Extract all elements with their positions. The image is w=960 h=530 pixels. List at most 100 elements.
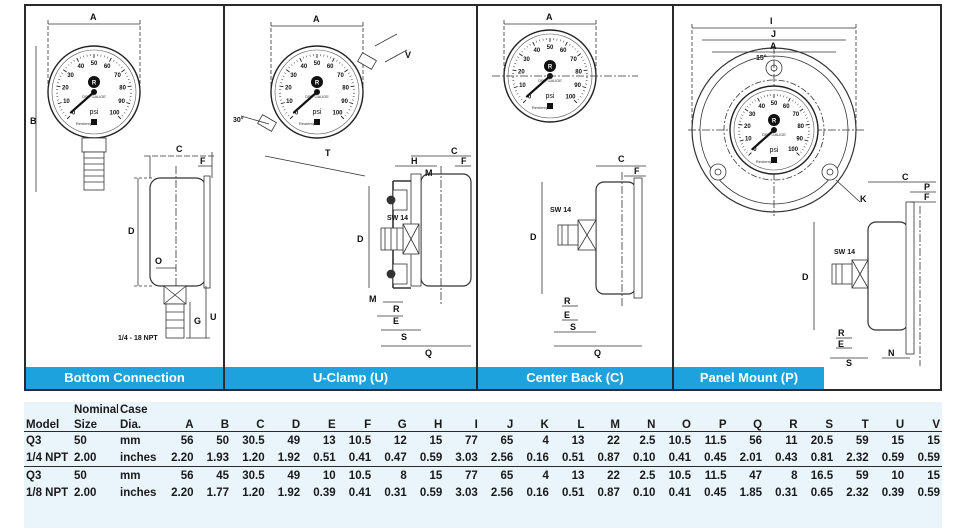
table-cell: 59 bbox=[855, 469, 869, 482]
table-cell: 0.51 bbox=[302, 449, 338, 467]
header-top-empty bbox=[729, 402, 765, 416]
dial-tick bbox=[740, 143, 743, 145]
dial-tick bbox=[518, 53, 523, 57]
header-top-empty bbox=[800, 402, 836, 416]
dial-tick bbox=[788, 97, 791, 102]
table-cell: 0.59 bbox=[870, 449, 907, 467]
table-cell: 11.5 bbox=[704, 469, 727, 482]
caption-panel-mount: Panel Mount (P) bbox=[674, 367, 824, 389]
dial-number: 10 bbox=[519, 83, 526, 89]
header-top-empty bbox=[480, 402, 516, 416]
header-top-empty bbox=[551, 402, 587, 416]
dial-tick bbox=[113, 59, 115, 62]
table-cell: 0.43 bbox=[764, 449, 800, 467]
dim-label-u: U bbox=[210, 312, 217, 322]
table-cell: 15 bbox=[429, 469, 443, 482]
header-top-empty bbox=[515, 402, 551, 416]
header-top-empty bbox=[586, 402, 622, 416]
table-cell: 47 bbox=[749, 469, 763, 482]
dial-number: 40 bbox=[300, 64, 307, 70]
table-cell: 10 bbox=[322, 469, 336, 482]
dial-badge bbox=[547, 103, 553, 109]
dial-tick bbox=[573, 99, 578, 104]
table-cell: 22 bbox=[607, 434, 620, 447]
table-cell: 59 bbox=[855, 434, 869, 447]
table-cell: 0.16 bbox=[515, 449, 551, 467]
dial-number: 50 bbox=[314, 61, 321, 67]
dial-tick bbox=[580, 56, 583, 58]
table-cell: 0.51 bbox=[550, 449, 587, 467]
header-top-cell: Nominal bbox=[74, 404, 118, 416]
dial-number: 60 bbox=[783, 104, 790, 110]
header-cell: N bbox=[621, 416, 658, 432]
dial-number: 100 bbox=[788, 147, 799, 153]
header-cell: Dia. bbox=[118, 416, 160, 432]
dial-number: 70 bbox=[114, 73, 121, 79]
dial-tick bbox=[121, 114, 124, 117]
dial-ring bbox=[733, 89, 815, 171]
caption-bottom-connection: Bottom Connection bbox=[26, 367, 223, 389]
dial-tick bbox=[803, 146, 806, 148]
table-cell: 1/8 NPT bbox=[26, 486, 69, 499]
table-cell: 2.01 bbox=[728, 449, 765, 467]
table-cell: 12 bbox=[393, 434, 407, 447]
dial-tick bbox=[746, 106, 749, 108]
dial-tick bbox=[805, 143, 808, 145]
dim-label-t: T bbox=[325, 148, 331, 158]
header-cell: T bbox=[835, 416, 871, 432]
table-cell: 10.5 bbox=[348, 469, 372, 482]
table-cell: 0.65 bbox=[810, 486, 834, 499]
dial-tick bbox=[517, 56, 520, 58]
table-cell: 3.03 bbox=[444, 449, 480, 467]
dim-label-m-lower: M bbox=[369, 294, 377, 304]
dial-brand: Reotemp bbox=[76, 121, 93, 126]
header-top-empty bbox=[764, 402, 800, 416]
dial-tick bbox=[526, 45, 529, 48]
table-cell: 10 bbox=[891, 469, 905, 482]
table-cell: Q3 bbox=[26, 469, 42, 482]
dim-label-c: C bbox=[451, 146, 458, 156]
dial-tick bbox=[66, 115, 71, 120]
dial-tick bbox=[62, 112, 65, 114]
dial-number: 20 bbox=[744, 124, 751, 130]
dial-tick bbox=[121, 69, 126, 73]
brand-logo-letter: R bbox=[92, 81, 97, 87]
caption-u-clamp: U-Clamp (U) bbox=[225, 367, 476, 389]
dial-tick bbox=[65, 66, 68, 69]
dim-label-a: A bbox=[90, 12, 97, 22]
dial-tick bbox=[518, 96, 521, 98]
dim-label-c: C bbox=[176, 144, 183, 154]
dial-number: 90 bbox=[118, 99, 125, 105]
dial-tick bbox=[576, 50, 579, 53]
table-cell: 1.20 bbox=[242, 486, 265, 499]
dial-tick bbox=[126, 102, 131, 105]
angle-30: 30° bbox=[233, 116, 244, 124]
table-cell: mm bbox=[120, 469, 141, 482]
dial-tick bbox=[126, 106, 129, 108]
header-cell: V bbox=[906, 416, 942, 432]
table-cell: 1.20 bbox=[231, 449, 267, 467]
dial-tick bbox=[64, 114, 67, 117]
dim-label-m: M bbox=[425, 168, 433, 178]
dial-number: 90 bbox=[341, 99, 348, 105]
header-top-empty bbox=[906, 402, 942, 416]
dial-tick bbox=[746, 151, 748, 154]
dial-tick bbox=[349, 75, 352, 77]
header-cell: M bbox=[586, 416, 622, 432]
dial-tick bbox=[123, 112, 126, 114]
dial-number: 40 bbox=[758, 104, 765, 110]
table-cell: 2.20 bbox=[171, 486, 194, 499]
dial-tick bbox=[346, 112, 349, 114]
table-cell: 0.51 bbox=[561, 486, 585, 499]
header-top-empty bbox=[302, 402, 338, 416]
dial-tick bbox=[56, 85, 61, 88]
table-cell: 2.32 bbox=[835, 449, 871, 467]
table-cell: 15 bbox=[429, 434, 443, 447]
table-cell: 11 bbox=[785, 434, 798, 447]
dim-label-q: Q bbox=[594, 348, 601, 358]
table-cell: 15 bbox=[927, 434, 940, 447]
table-cell: 50 bbox=[74, 469, 87, 482]
